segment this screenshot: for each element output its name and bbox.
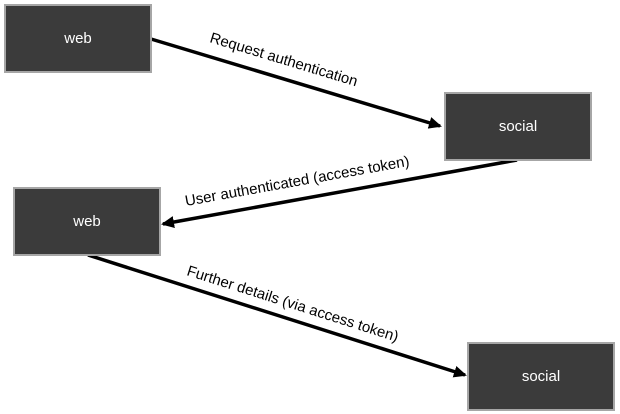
node-web-1: web	[4, 4, 152, 73]
node-social-2: social	[467, 342, 615, 411]
edge-label-request-authentication: Request authentication	[208, 30, 360, 91]
node-web-2: web	[13, 187, 161, 256]
node-label: web	[72, 213, 101, 230]
node-label: web	[63, 30, 92, 47]
arrow-further-details	[87, 253, 467, 378]
node-label: social	[522, 368, 560, 385]
arrow-request-authentication	[150, 37, 442, 129]
node-social-1: social	[444, 92, 592, 161]
node-label: social	[499, 118, 537, 135]
edge-label-further-details: Further details (via access token)	[185, 263, 401, 346]
arrow-user-authenticated	[161, 158, 518, 228]
